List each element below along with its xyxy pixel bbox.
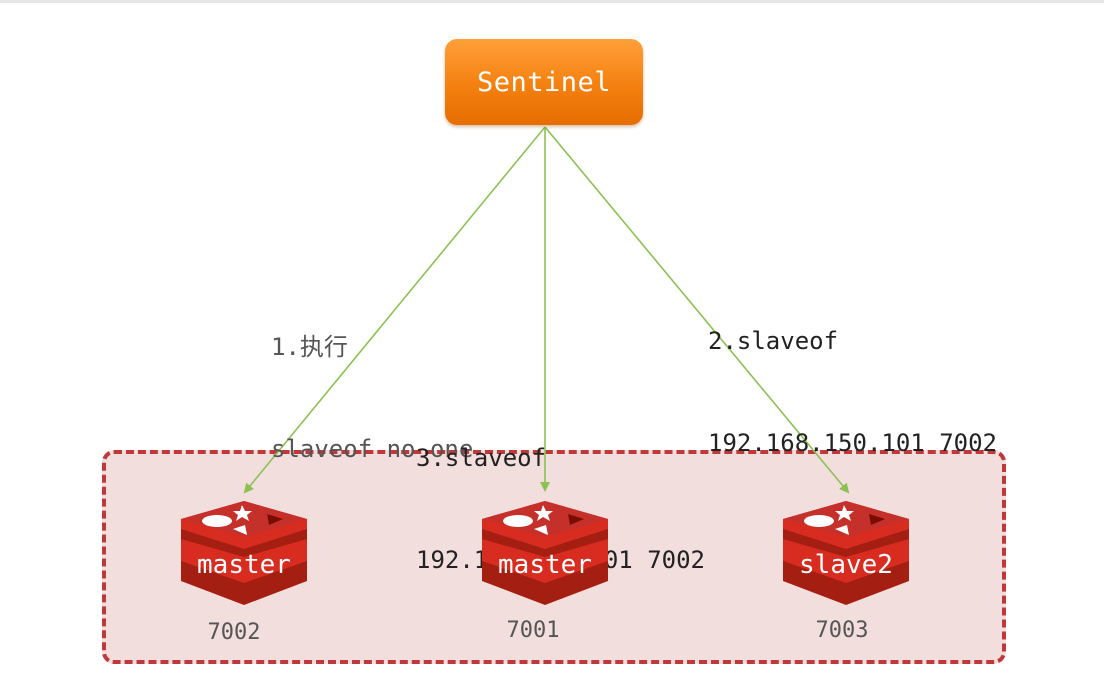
arrow-to-7003 xyxy=(544,126,850,494)
node-port-label: 7002 xyxy=(207,620,261,645)
redis-logo-icon xyxy=(482,501,608,605)
redis-node-7002: master xyxy=(179,497,309,611)
step2-line2: 192.168.150.101 7002 xyxy=(708,429,997,457)
step1-line1: 1.执行 xyxy=(271,333,348,361)
step1-line2: slaveof no one xyxy=(271,435,474,463)
sentinel-box: Sentinel xyxy=(445,39,643,125)
node-port-label: 7001 xyxy=(506,618,560,643)
arrow-to-7002 xyxy=(243,126,546,494)
redis-logo-icon xyxy=(783,501,909,605)
redis-node-7001: master xyxy=(480,497,610,611)
redis-node-7003: slave2 xyxy=(781,497,911,611)
node-port-label: 7003 xyxy=(815,618,869,643)
redis-logo-icon xyxy=(181,501,307,605)
node-role-label: master xyxy=(498,550,592,580)
sentinel-label: Sentinel xyxy=(476,66,612,98)
step1-label: 1.执行 slaveof no one xyxy=(271,262,473,534)
step2-line1: 2.slaveof xyxy=(708,327,839,355)
step2-label: 2.slaveof 192.168.150.101 7002 xyxy=(708,256,997,528)
node-role-label: slave2 xyxy=(799,550,893,580)
step3-line1: 3.slaveof xyxy=(416,444,547,472)
node-role-label: master xyxy=(197,550,291,580)
top-divider xyxy=(0,0,1104,3)
